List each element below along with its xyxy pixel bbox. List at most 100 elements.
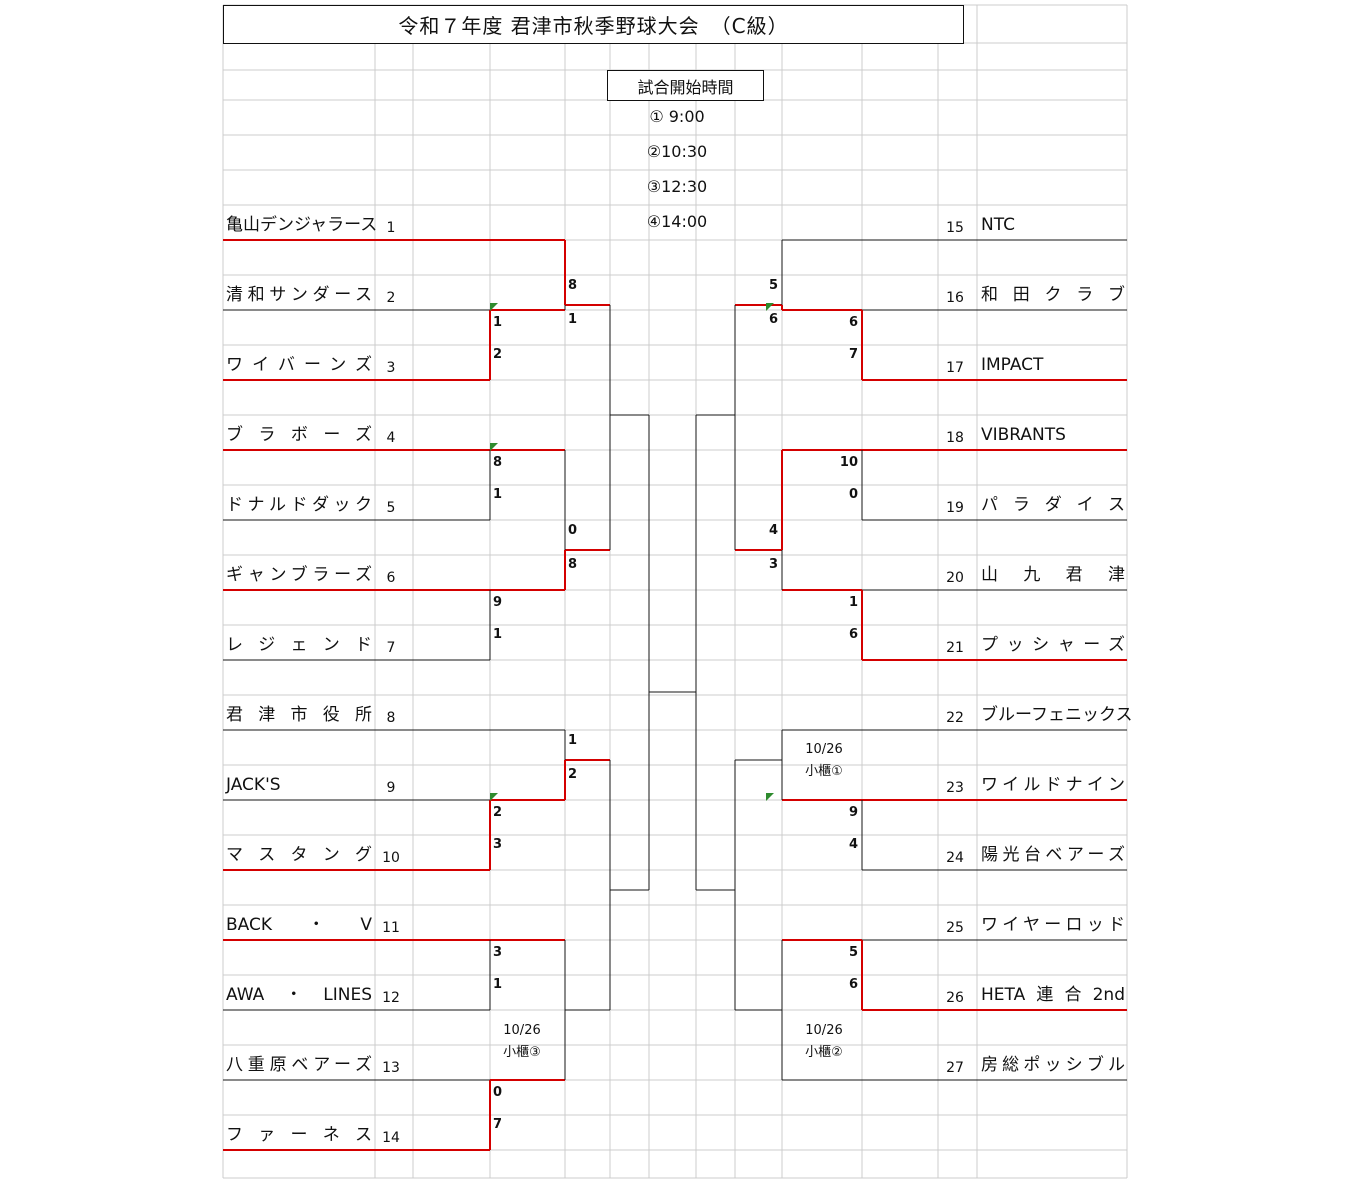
schedule-time: ②10:30 (646, 142, 708, 161)
team-name: VIBRANTS (981, 425, 1066, 445)
green-corner-marker-icon (766, 303, 774, 311)
team-name: ファーネス (226, 1125, 372, 1145)
match-note-line: 10/26 (805, 742, 843, 757)
match-score: 4 (768, 523, 778, 538)
team-seed: 18 (946, 430, 964, 446)
team-name: 房総ポッシブル (981, 1055, 1125, 1075)
schedule-time: ④14:00 (646, 212, 708, 231)
team-seed: 9 (386, 780, 396, 796)
title-box: 令和７年度 君津市秋季野球大会 （C級） (223, 5, 964, 44)
team-name: 陽光台ベアーズ (981, 845, 1125, 865)
team-name: ブラボーズ (226, 425, 372, 445)
team-seed: 24 (946, 850, 964, 866)
match-note-line: 小櫃① (805, 764, 843, 779)
team-name: JACK'S (226, 775, 281, 795)
team-name: ブルーフェニックス (981, 705, 1133, 725)
match-note-line: 小櫃② (805, 1045, 843, 1060)
team-name: 八重原ベアーズ (226, 1055, 372, 1075)
match-score: 1 (493, 487, 503, 502)
match-score: 1 (493, 627, 503, 642)
team-name: HETA連合2nd (981, 985, 1125, 1005)
schedule-heading-box: 試合開始時間 (607, 70, 764, 101)
team-seed: 1 (386, 220, 396, 236)
team-name: パラダイス (981, 495, 1125, 515)
match-score: 3 (493, 945, 503, 960)
team-seed: 7 (386, 640, 396, 656)
match-score: 7 (848, 347, 858, 362)
match-score: 6 (768, 312, 778, 327)
team-seed: 10 (382, 850, 400, 866)
match-score: 2 (493, 805, 503, 820)
team-name: 和田クラブ (981, 285, 1125, 305)
team-seed: 20 (946, 570, 964, 586)
match-score: 6 (848, 977, 858, 992)
match-score: 7 (493, 1117, 503, 1132)
team-name: IMPACT (981, 355, 1044, 375)
team-seed: 19 (946, 500, 964, 516)
team-name: AWA・LINES (226, 985, 372, 1005)
team-name: 清和サンダース (226, 285, 372, 305)
team-seed: 11 (382, 920, 400, 936)
team-seed: 14 (382, 1130, 400, 1146)
team-seed: 25 (946, 920, 964, 936)
team-seed: 2 (386, 290, 396, 306)
team-name: 山九君津 (981, 565, 1125, 585)
match-score: 1 (568, 312, 578, 327)
match-score: 4 (848, 837, 858, 852)
match-score: 0 (568, 523, 578, 538)
page-title: 令和７年度 君津市秋季野球大会 （C級） (398, 14, 789, 38)
team-seed: 5 (386, 500, 396, 516)
schedule-time: ① 9:00 (649, 107, 705, 126)
team-seed: 27 (946, 1060, 964, 1076)
match-score: 3 (493, 837, 503, 852)
green-corner-marker-icon (766, 793, 774, 801)
team-name: プッシャーズ (981, 635, 1125, 655)
team-seed: 13 (382, 1060, 400, 1076)
team-seed: 16 (946, 290, 964, 306)
match-score: 2 (493, 347, 503, 362)
match-score: 1 (568, 733, 578, 748)
green-corner-marker-icon (490, 303, 498, 311)
match-score: 2 (568, 767, 578, 782)
green-corner-marker-icon (490, 443, 498, 451)
team-seed: 22 (946, 710, 964, 726)
match-score: 8 (568, 278, 578, 293)
team-name: マスタング (226, 845, 372, 865)
schedule-time: ③12:30 (646, 177, 708, 196)
match-score: 6 (848, 315, 858, 330)
match-score: 0 (848, 487, 858, 502)
team-seed: 6 (386, 570, 396, 586)
match-score: 1 (848, 595, 858, 610)
team-name: ワイヤーロッド (981, 915, 1125, 935)
match-score: 1 (493, 315, 503, 330)
match-score: 9 (493, 595, 503, 610)
team-name: ギャンブラーズ (226, 565, 372, 585)
team-name: NTC (981, 215, 1015, 235)
team-name: ワイバーンズ (226, 355, 372, 375)
match-score: 8 (568, 557, 578, 572)
team-name: BACK・V (226, 915, 372, 935)
match-note-line: 10/26 (805, 1023, 843, 1038)
match-score: 0 (493, 1085, 503, 1100)
match-score: 9 (848, 805, 858, 820)
team-seed: 15 (946, 220, 964, 236)
team-name: レジェンド (226, 635, 372, 655)
match-score: 3 (768, 557, 778, 572)
team-name: 君津市役所 (226, 705, 372, 725)
team-name: 亀山デンジャラース (226, 215, 378, 235)
team-seed: 12 (382, 990, 400, 1006)
green-corner-marker-icon (490, 793, 498, 801)
match-score: 5 (768, 278, 778, 293)
team-seed: 8 (386, 710, 396, 726)
match-score: 8 (493, 455, 503, 470)
team-seed: 26 (946, 990, 964, 1006)
match-note-line: 小櫃③ (503, 1045, 541, 1060)
match-score: 1 (493, 977, 503, 992)
match-note-line: 10/26 (503, 1023, 541, 1038)
team-seed: 23 (946, 780, 964, 796)
team-name: ワイルドナイン (981, 775, 1125, 795)
schedule-heading: 試合開始時間 (637, 77, 734, 97)
team-seed: 4 (386, 430, 396, 446)
